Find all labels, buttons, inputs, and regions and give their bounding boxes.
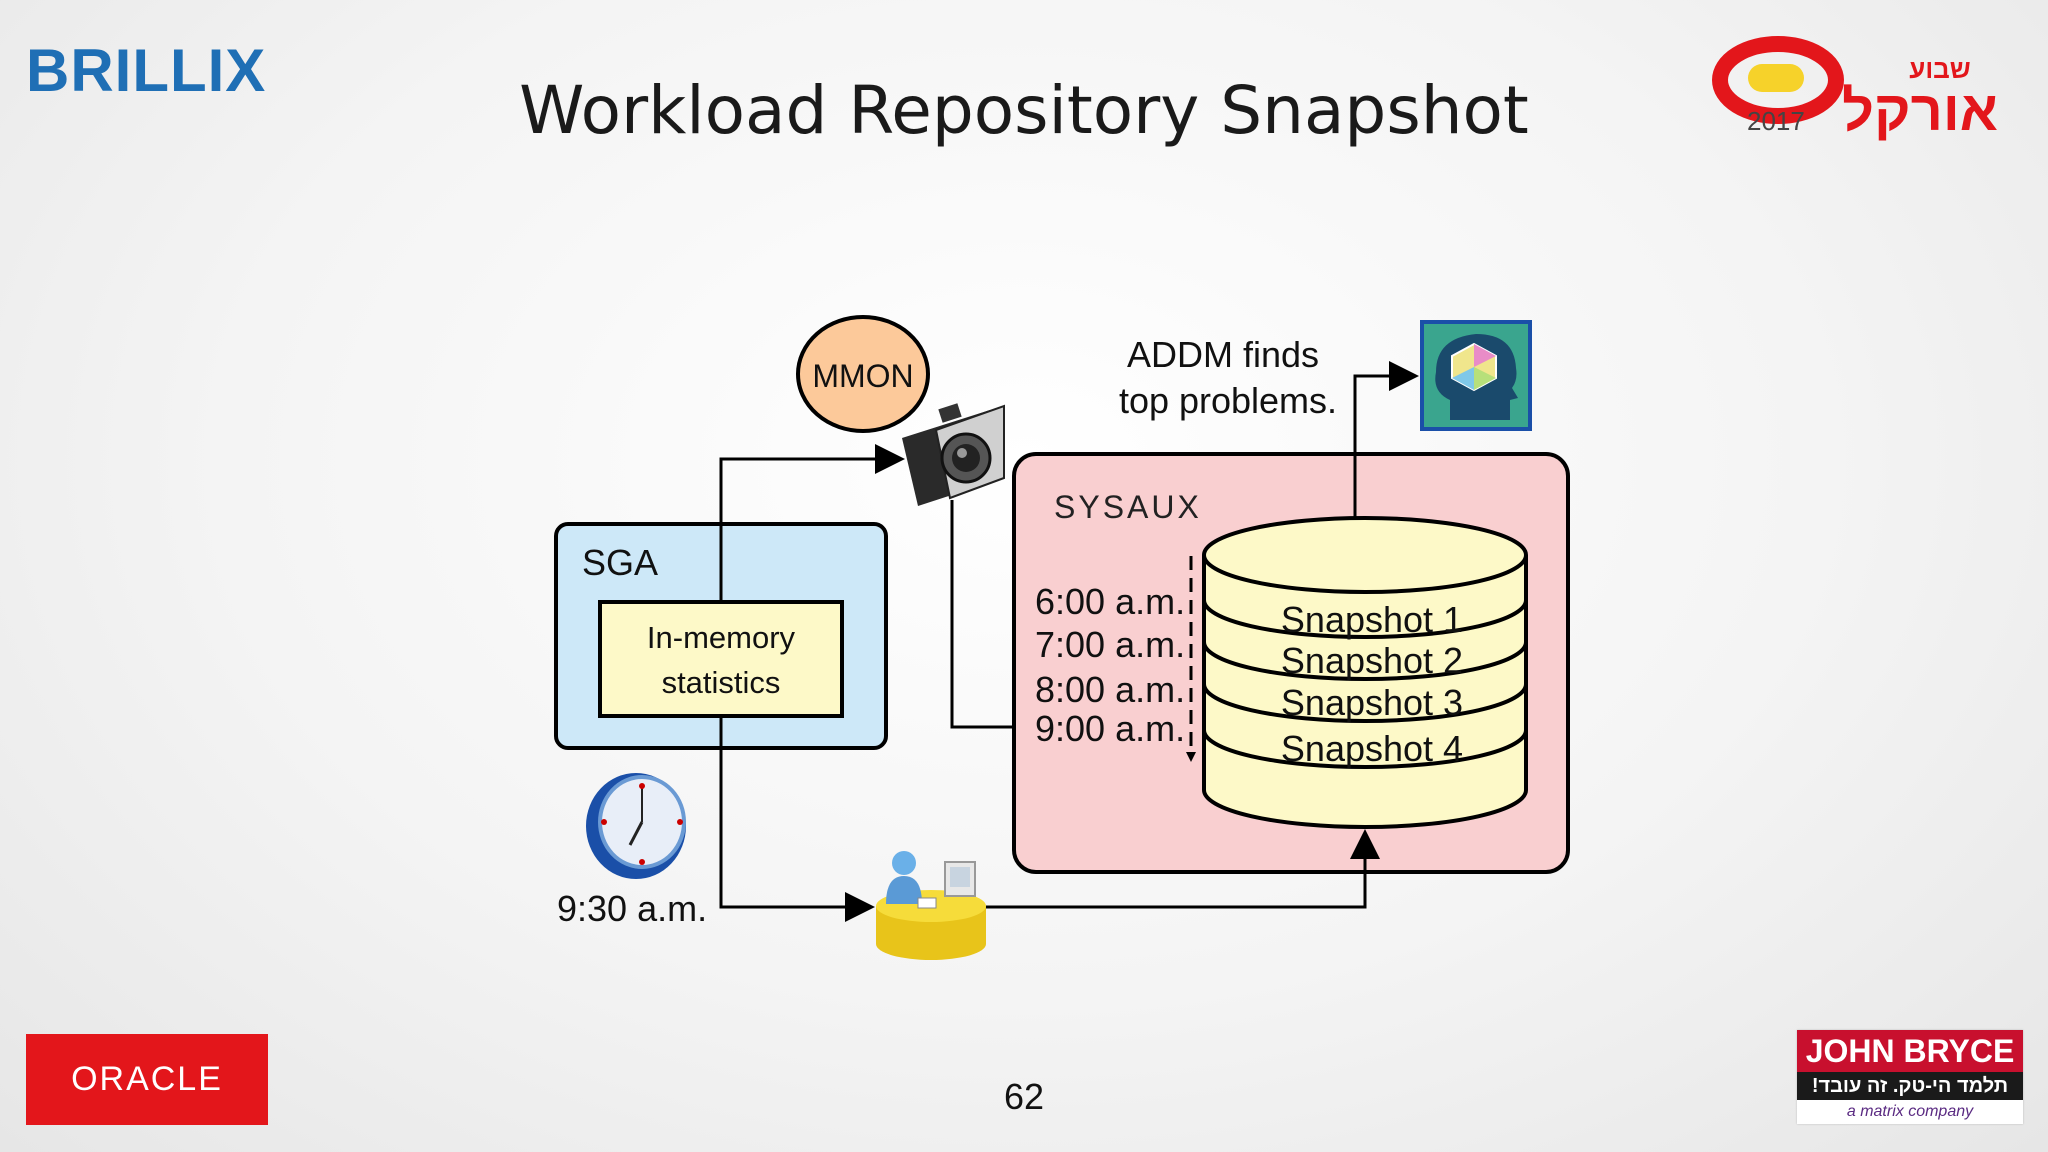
john-bryce-name: JOHN BRYCE: [1797, 1030, 2023, 1072]
addm-text-line1: ADDM finds: [1127, 334, 1319, 375]
snapshot-label: Snapshot 1: [1281, 599, 1463, 640]
time-label: 7:00 a.m.: [1035, 624, 1185, 665]
addm-text-line2: top problems.: [1119, 380, 1337, 421]
sysaux-label: SYSAUX: [1054, 489, 1202, 525]
snapshot-label: Snapshot 4: [1281, 728, 1463, 769]
camera-icon: [902, 403, 1005, 506]
inmemory-line1: In-memory: [647, 620, 796, 655]
connector-sysaux-to-addm: [1353, 361, 1419, 518]
snapshot-cylinder: [1202, 516, 1528, 829]
page-number: 62: [1003, 1076, 1045, 1117]
addm-brain-icon: [1420, 320, 1532, 431]
sga-label: SGA: [582, 542, 658, 583]
oracle-week-logo: 2017 שבוע אורקל: [1712, 36, 1998, 142]
john-bryce-logo: JOHN BRYCE תלמד הי-טק. זה עובד! a matrix…: [1797, 1030, 2023, 1124]
brillix-logo: BRILLIX: [26, 37, 267, 104]
john-bryce-parent: a matrix company: [1846, 1103, 1974, 1120]
inmemory-line2: statistics: [662, 665, 781, 700]
clock-icon: [586, 773, 686, 879]
time-label: 8:00 a.m.: [1035, 669, 1185, 710]
oracle-logo: ORACLE: [26, 1034, 268, 1125]
oracle-week-year: 2017: [1747, 106, 1805, 136]
user-at-desk-icon: [876, 851, 986, 960]
snapshot-label: Snapshot 3: [1281, 682, 1463, 723]
slide-title: Workload Repository Snapshot: [519, 72, 1529, 149]
connector-stats-to-camera: [719, 444, 905, 602]
oracle-week-hebrew-top: שבוע: [1909, 54, 1971, 84]
mmon-label: MMON: [812, 358, 913, 394]
mmon-circle: [796, 315, 930, 433]
connector-stats-to-user: [719, 716, 875, 922]
time-label: 9:00 a.m.: [1035, 708, 1185, 749]
connector-user-to-sysaux: [986, 829, 1380, 909]
timeline-arrow-icon: [1186, 752, 1196, 762]
oracle-week-hebrew-main: אורקל: [1842, 79, 1998, 142]
oracle-week-ring-icon: [1712, 36, 1844, 124]
clock-time-label: 9:30 a.m.: [557, 888, 707, 929]
snapshot-label: Snapshot 2: [1281, 640, 1463, 681]
time-label: 6:00 a.m.: [1035, 581, 1185, 622]
john-bryce-tagline: תלמד הי-טק. זה עובד!: [1797, 1072, 2023, 1100]
oracle-week-pill-icon: [1748, 64, 1804, 92]
